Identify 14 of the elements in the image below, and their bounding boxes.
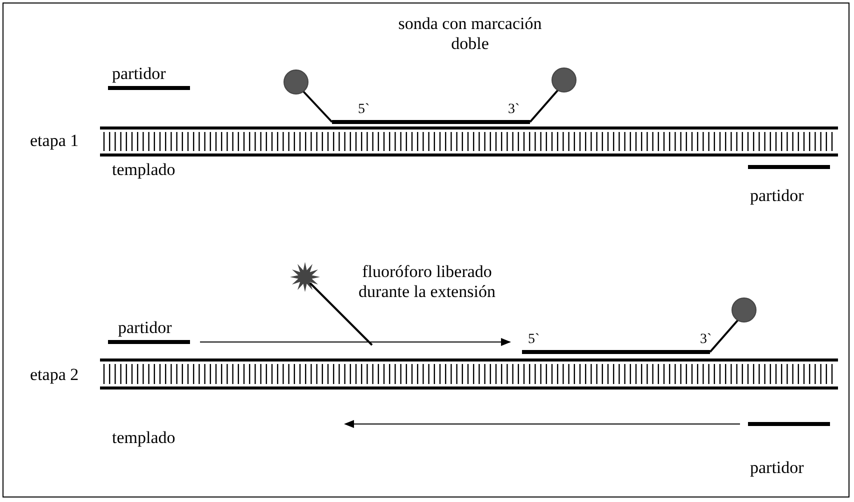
primer-label: partidor bbox=[112, 64, 166, 84]
stage-label: etapa 2 bbox=[30, 365, 79, 385]
end-label: 3` bbox=[508, 101, 520, 119]
strand-label: templado bbox=[112, 428, 176, 448]
stage-label: etapa 1 bbox=[30, 131, 79, 151]
primer-label: partidor bbox=[750, 458, 804, 478]
annotation-text: fluoróforo liberado durante la extensión bbox=[358, 262, 496, 302]
probe-label: sonda con marcación doble bbox=[397, 14, 543, 54]
strand-label: templado bbox=[112, 160, 176, 180]
end-label: 3` bbox=[700, 331, 712, 349]
end-label: 5` bbox=[528, 331, 540, 349]
end-label: 5` bbox=[358, 101, 370, 119]
primer-label: partidor bbox=[750, 186, 804, 206]
primer-label: partidor bbox=[118, 318, 172, 338]
